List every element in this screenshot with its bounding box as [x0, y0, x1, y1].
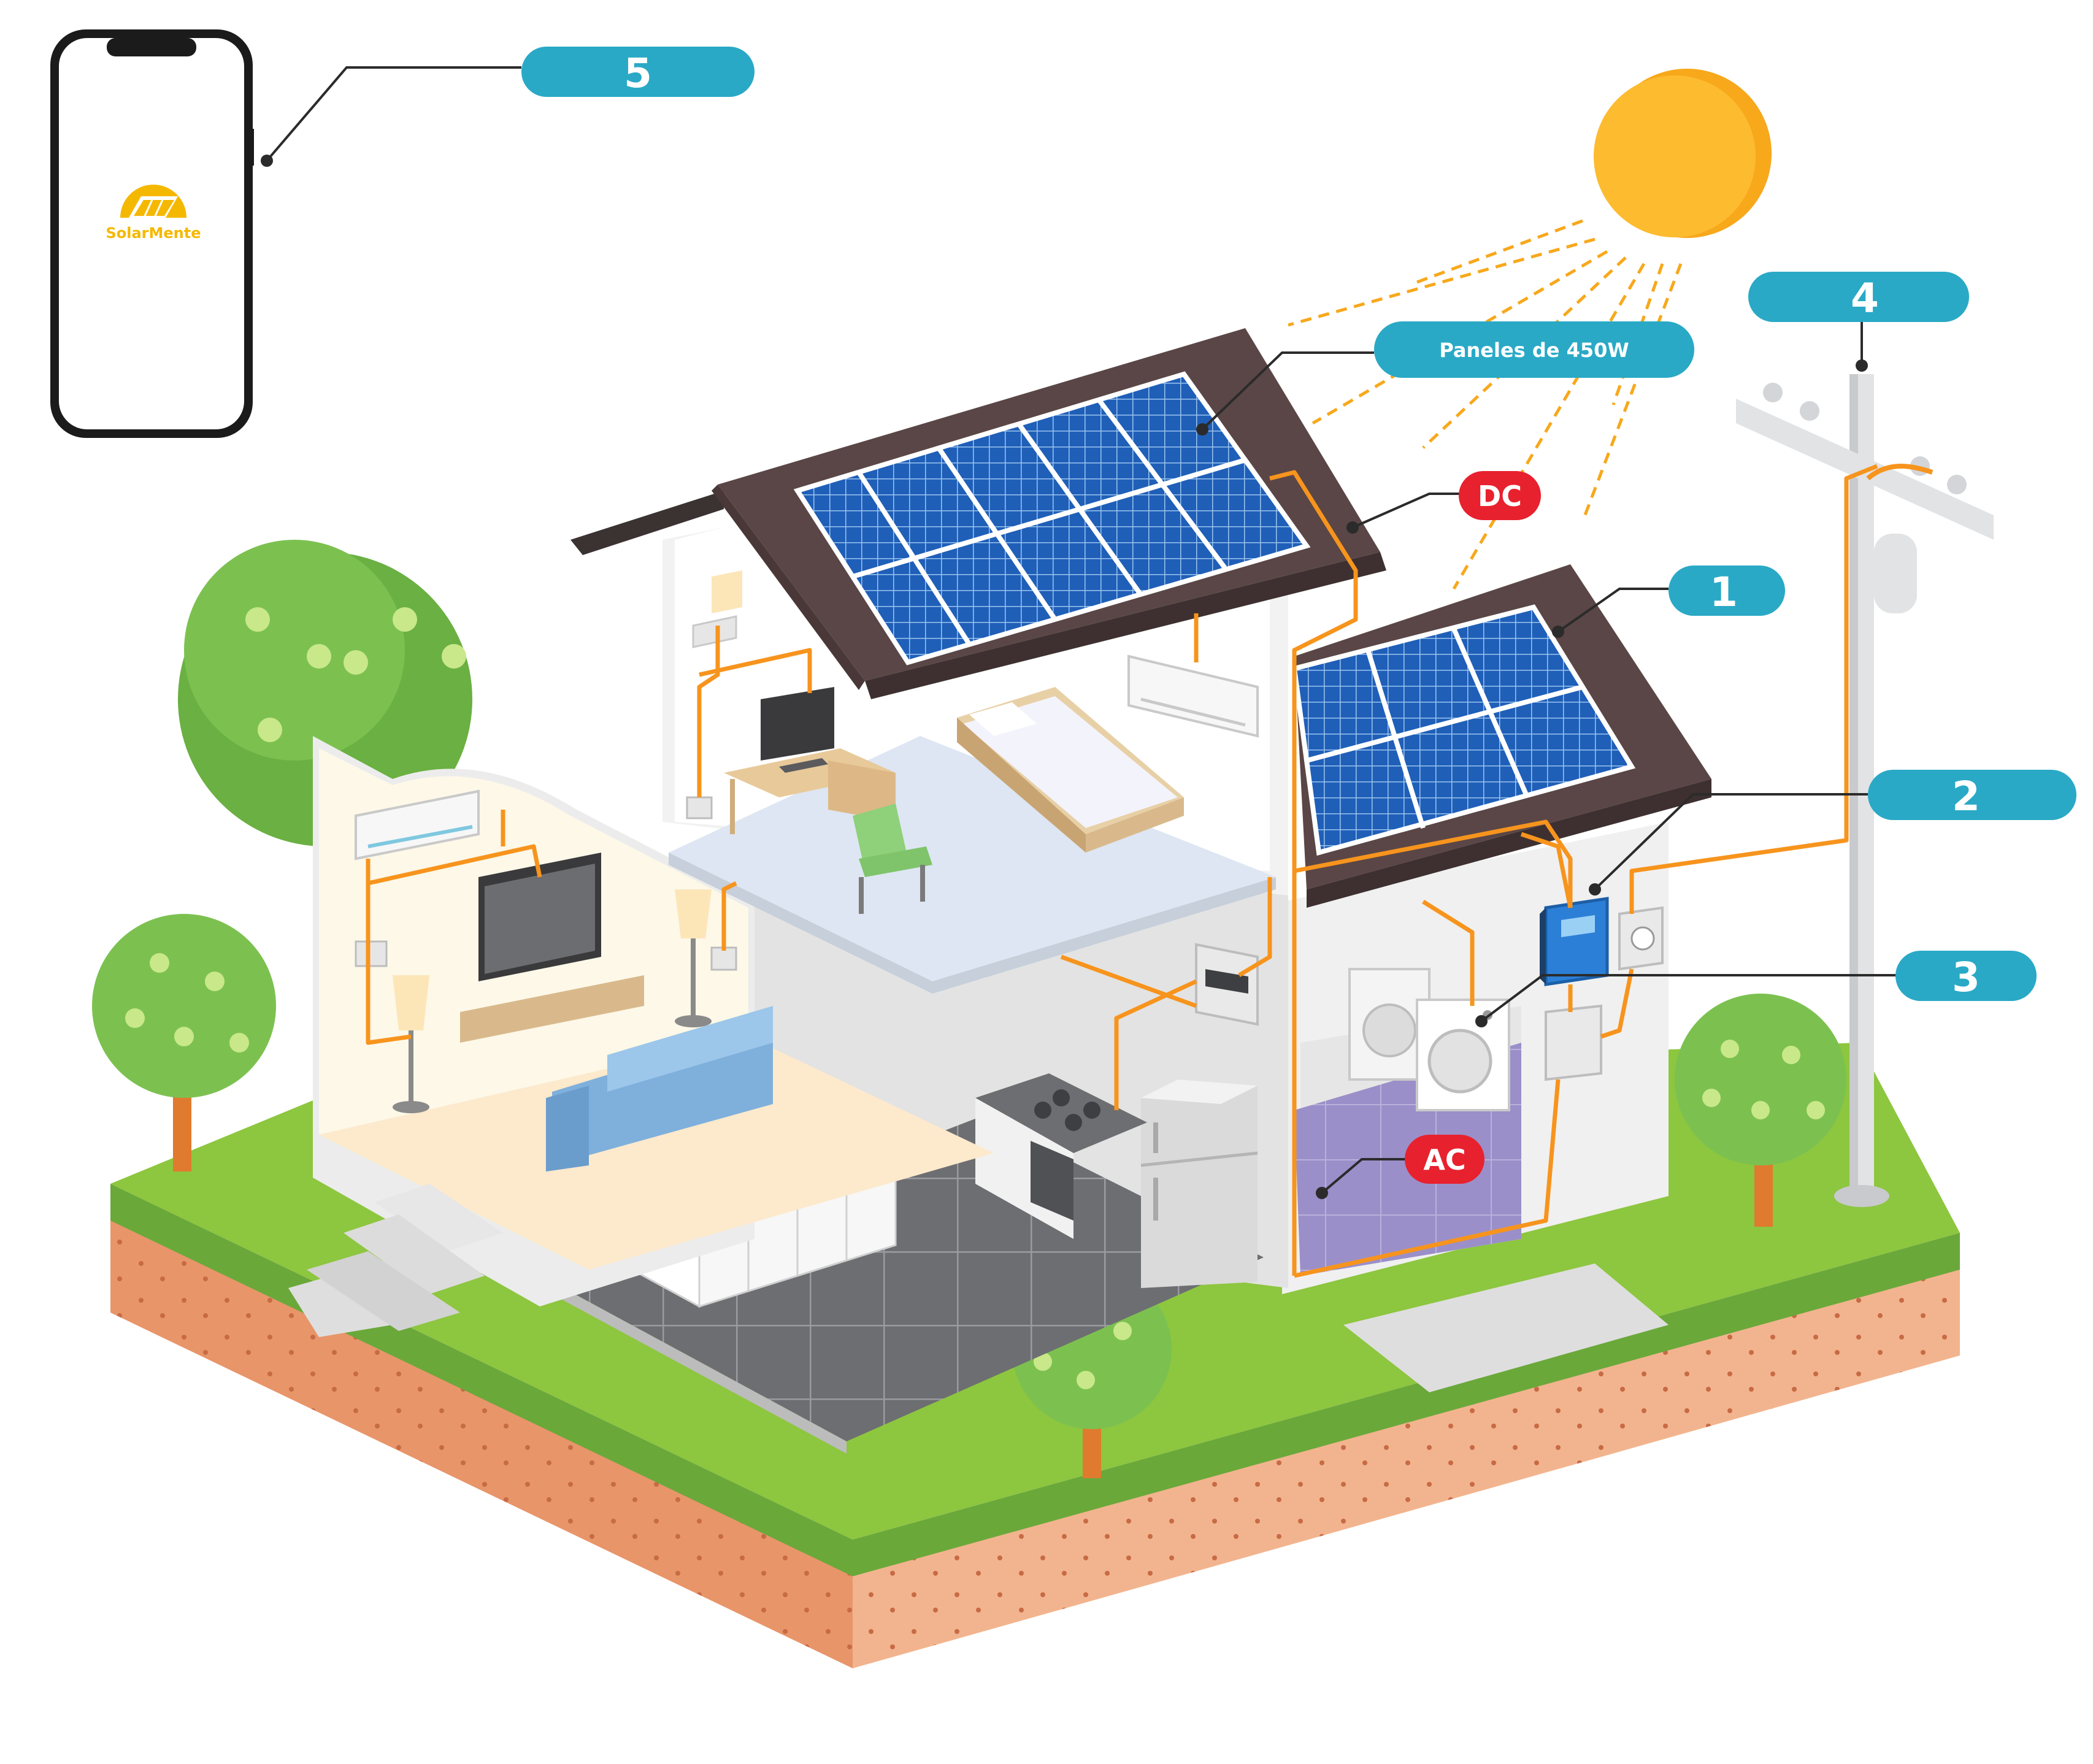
sofa [546, 1006, 773, 1172]
inverter [1540, 897, 1609, 986]
living-room-wing [307, 736, 994, 1331]
bed [957, 687, 1184, 853]
leader-lines [266, 66, 1895, 1194]
tv-living [478, 853, 601, 981]
entry-steps [307, 1184, 503, 1331]
ac-unit-living [355, 789, 480, 861]
callout-3-label: 3 [1952, 954, 1980, 1001]
bedroom-floor [669, 736, 1276, 981]
wall-outlet-living [710, 946, 737, 971]
callout-4: 4 [1748, 272, 1969, 322]
wall-lamp [692, 570, 742, 648]
ac-badge: AC [1405, 1135, 1484, 1184]
dc-badge: DC [1459, 471, 1541, 520]
grid-meter [1618, 906, 1664, 971]
ac-unit-bedroom [1127, 654, 1259, 738]
tv-stand [460, 975, 644, 1043]
smartphone[interactable]: SolarMente [50, 29, 254, 438]
chair [853, 803, 932, 914]
callout-3: 3 [1895, 951, 2037, 1001]
ac-badge-label: AC [1423, 1143, 1465, 1176]
callout-5-label: 5 [624, 50, 652, 97]
dc-badge-label: DC [1478, 480, 1522, 513]
main-roof-solar-array [793, 371, 1311, 665]
stove-counter [975, 1073, 1147, 1239]
callout-1-label: 1 [1710, 569, 1738, 616]
floor-lamp-left [393, 975, 429, 1113]
callout-4-label: 4 [1851, 275, 1879, 322]
living-floor [319, 1037, 994, 1270]
callout-5: 5 [521, 47, 755, 97]
sun [1594, 69, 1772, 238]
kitchen-floor [552, 1116, 1264, 1441]
side-roof-solar-array [1291, 604, 1636, 856]
sidewalk [1343, 1264, 1669, 1392]
fridge [1140, 1079, 1258, 1288]
solarmente-logo-icon [120, 185, 186, 218]
washer-front [1416, 999, 1510, 1111]
breaker-panel [1195, 943, 1259, 1026]
tree-right [1675, 994, 1846, 1227]
disconnect-box [1545, 1004, 1602, 1081]
callout-panels: Paneles de 450W [1374, 321, 1694, 378]
callout-2-label: 2 [1952, 773, 1980, 820]
callout-panels-label: Paneles de 450W [1439, 339, 1629, 362]
callout-2: 2 [1868, 770, 2076, 820]
brand-name: SolarMente [106, 224, 201, 242]
wall-switch [355, 940, 388, 967]
floor-lamp-right [675, 889, 712, 1027]
desk [724, 687, 896, 834]
wall-outlet-bedroom [686, 796, 713, 819]
callout-1: 1 [1669, 566, 1785, 616]
grass-edge [110, 1184, 1960, 1576]
tree-back-left [178, 540, 472, 846]
wiring [366, 464, 1878, 1278]
leader-dots [261, 155, 1868, 1199]
tree-left [92, 914, 276, 1172]
